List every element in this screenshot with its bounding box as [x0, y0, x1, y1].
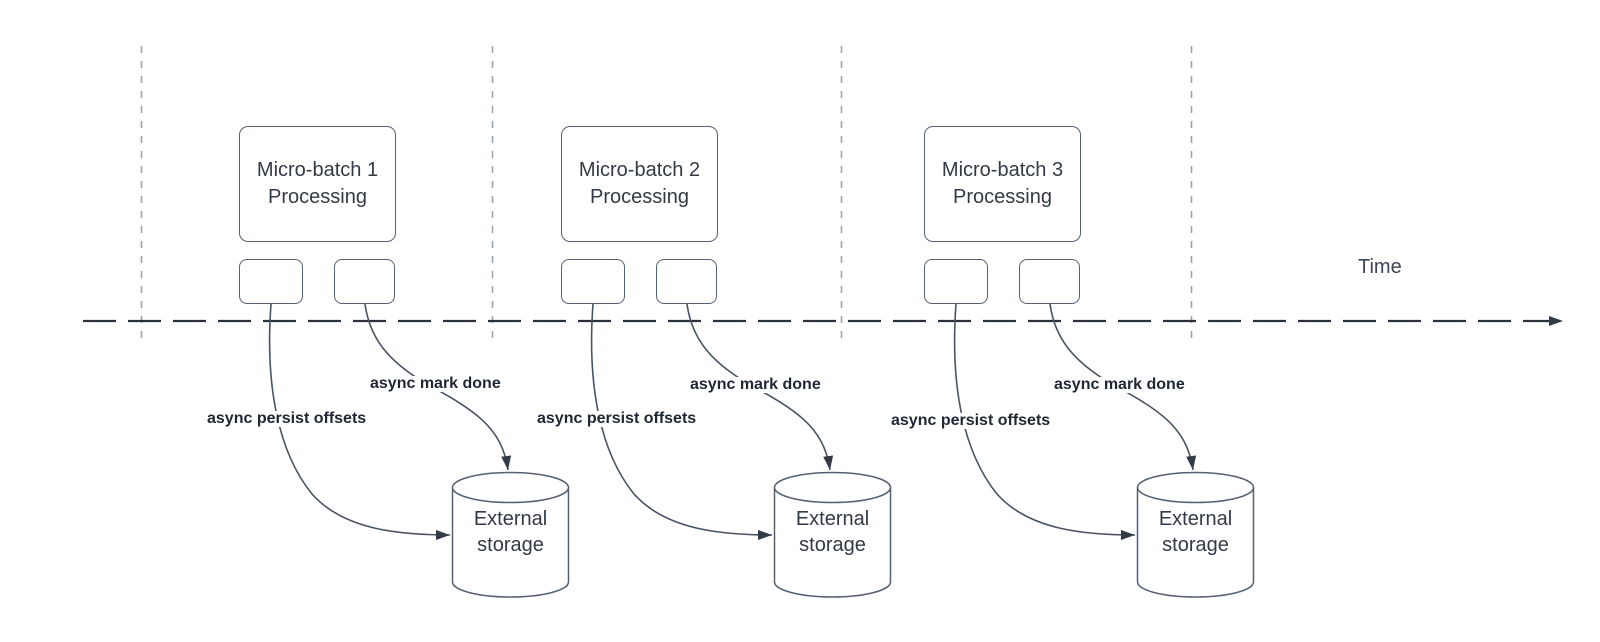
micro-batch-box: Micro-batch 2 Processing	[561, 126, 718, 242]
persist-offsets-node	[561, 259, 625, 304]
persist-offsets-arrow	[268, 303, 451, 540]
persist-offsets-arrow	[590, 303, 773, 540]
mark-done-label: async mark done	[1052, 376, 1187, 393]
micro-batch-box: Micro-batch 3 Processing	[924, 126, 1081, 242]
persist-offsets-arrow	[953, 303, 1136, 540]
mark-done-label: async mark done	[688, 376, 823, 393]
external-storage-label: External storage	[1158, 508, 1233, 556]
mark-done-node	[334, 259, 395, 304]
persist-offsets-node	[924, 259, 988, 304]
cylinder-shape	[1136, 471, 1255, 598]
external-storage-cylinder	[773, 471, 892, 598]
cylinder-shape	[451, 471, 570, 598]
external-storage-cylinder	[1136, 471, 1255, 598]
time-axis-label: Time	[1358, 256, 1402, 278]
mark-done-label: async mark done	[368, 375, 503, 392]
external-storage-cylinder	[451, 471, 570, 598]
persist-offsets-label: async persist offsets	[535, 410, 699, 427]
external-storage-label: External storage	[795, 508, 870, 556]
micro-batch-box: Micro-batch 1 Processing	[239, 126, 396, 242]
persist-offsets-label: async persist offsets	[889, 412, 1053, 429]
persist-offsets-node	[239, 259, 303, 304]
mark-done-node	[1019, 259, 1080, 304]
external-storage-label: External storage	[473, 508, 548, 556]
cylinder-shape	[773, 471, 892, 598]
mark-done-node	[656, 259, 717, 304]
persist-offsets-label: async persist offsets	[205, 410, 369, 427]
